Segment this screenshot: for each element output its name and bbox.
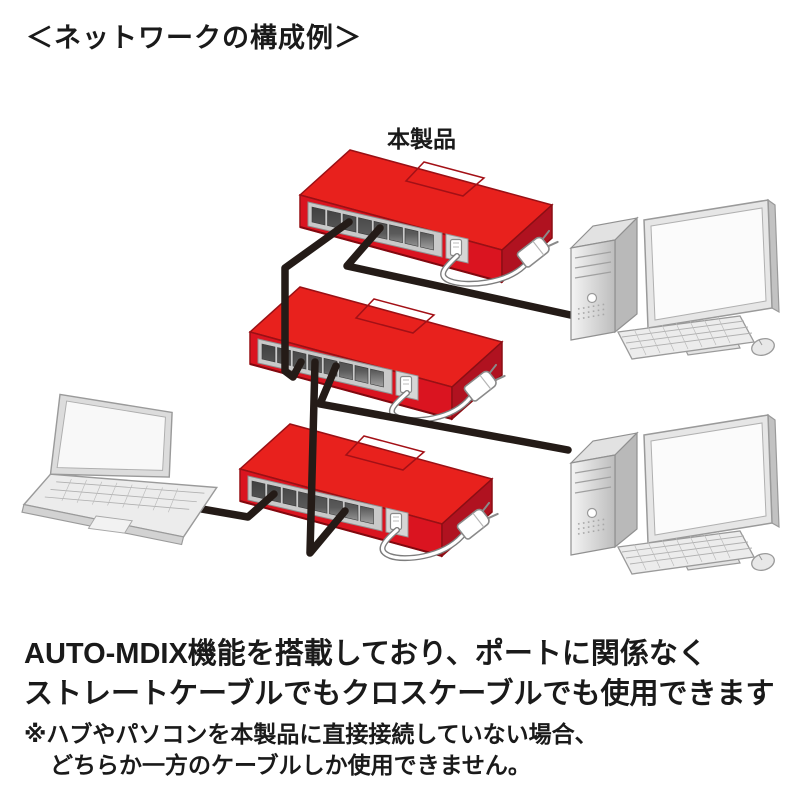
page-title: ＜ネットワークの構成例＞ bbox=[26, 23, 362, 53]
lan-cable-middle-to-pc2 bbox=[316, 362, 572, 454]
switch-hub-top bbox=[299, 149, 553, 283]
laptop bbox=[21, 393, 218, 546]
lan-cable-middle-to-bottom bbox=[306, 358, 349, 557]
lan-cable-top-to-middle bbox=[281, 218, 353, 381]
lan-cable-top-to-pc1 bbox=[343, 224, 579, 320]
description-line-1: AUTO-MDIX機能を搭載しており、ポートに関係なく bbox=[24, 638, 707, 670]
description-line-2: ストレートケーブルでもクロスケーブルでも使用できます bbox=[24, 678, 775, 710]
power-cord-top bbox=[440, 228, 560, 287]
note-line-2: どちらか一方のケーブルしか使用できません。 bbox=[50, 752, 531, 778]
desktop-pc-top bbox=[570, 199, 780, 360]
network-diagram bbox=[21, 149, 780, 575]
desktop-pc-bottom bbox=[570, 414, 780, 575]
note-text: ※ハブやパソコンを本製品に直接接続していない場合、 どちらか一方のケーブルしか使… bbox=[24, 719, 598, 781]
description-text: AUTO-MDIX機能を搭載しており、ポートに関係なく ストレートケーブルでもク… bbox=[24, 634, 775, 714]
power-cord-bottom bbox=[379, 500, 500, 562]
note-line-1: ※ハブやパソコンを本製品に直接接続していない場合、 bbox=[24, 721, 598, 747]
switch-hub-bottom bbox=[239, 423, 493, 557]
product-label: 本製品 bbox=[387, 126, 456, 152]
